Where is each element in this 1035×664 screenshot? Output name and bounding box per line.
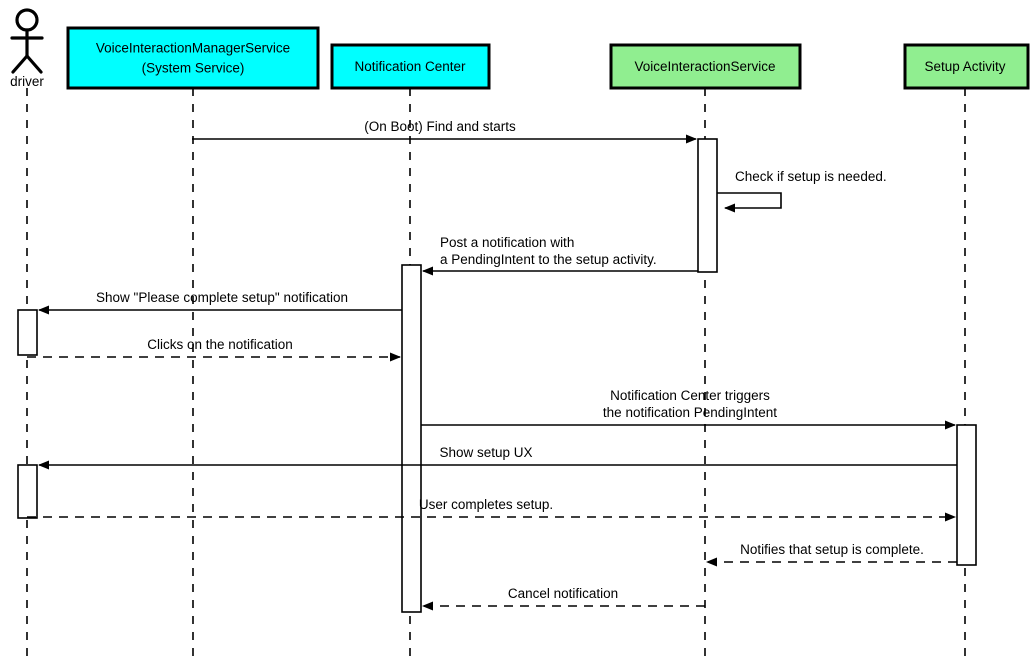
message-m2[interactable]: Check if setup is needed. [717, 169, 887, 213]
participant-driver[interactable]: driver [10, 8, 44, 89]
activation-bar-vis [697, 138, 718, 273]
participant-box-vis[interactable] [609, 43, 802, 90]
message-label-m9: Notifies that setup is complete. [740, 542, 924, 557]
participant-label-vis: VoiceInteractionService [634, 59, 775, 74]
message-m10[interactable]: Cancel notification [422, 586, 705, 611]
activation-bar-notifcenter [401, 264, 422, 613]
message-m3[interactable]: Post a notification with a PendingIntent … [422, 235, 698, 276]
message-m6[interactable]: Notification Center triggers the notifica… [421, 388, 956, 430]
message-label-m2: Check if setup is needed. [735, 169, 887, 184]
activation-bar-setupactivity [956, 424, 977, 566]
participant-box-setupactivity[interactable] [903, 43, 1030, 90]
message-m8[interactable]: User completes setup. [27, 497, 956, 522]
message-m9[interactable]: Notifies that setup is complete. [706, 542, 957, 567]
participant-label-driver: driver [10, 74, 44, 89]
message-label-m6: the notification PendingIntent [603, 405, 777, 420]
participant-label-setupactivity: Setup Activity [924, 59, 1005, 74]
message-label-m7: Show setup UX [439, 445, 532, 460]
activation-bars-layer [17, 138, 977, 613]
message-label-m6: Notification Center triggers [610, 388, 770, 403]
participants-layer: driver VoiceInteractionManagerService (Sys… [10, 8, 1030, 90]
participant-box-notifcenter[interactable] [330, 43, 491, 90]
message-m1[interactable]: (On Boot) Find and starts [192, 119, 697, 144]
participant-label-notifcenter: Notification Center [354, 59, 466, 74]
participant-label-vims: VoiceInteractionManagerService [96, 41, 290, 56]
message-label-m3: a PendingIntent to the setup activity. [440, 252, 657, 267]
message-label-m4: Show "Please complete setup" notificatio… [96, 290, 348, 305]
activation-bar-driver [17, 464, 38, 519]
message-label-m3: Post a notification with [440, 235, 574, 250]
message-label-m5: Clicks on the notification [147, 337, 293, 352]
participant-sublabel-vims: (System Service) [142, 61, 245, 76]
message-m4[interactable]: Show "Please complete setup" notificatio… [38, 290, 402, 315]
message-m7[interactable]: Show setup UX [38, 445, 957, 470]
activation-bar-driver [17, 309, 38, 356]
participant-vis[interactable]: VoiceInteractionService [609, 43, 802, 90]
self-message-line [717, 192, 782, 213]
message-label-m8: User completes setup. [419, 497, 553, 512]
message-m5[interactable]: Clicks on the notification [27, 337, 401, 362]
actor-stickman-icon [10, 8, 44, 74]
participant-notifcenter[interactable]: Notification Center [330, 43, 491, 90]
participant-setupactivity[interactable]: Setup Activity [903, 43, 1030, 90]
participant-vims[interactable]: VoiceInteractionManagerService (System Se… [66, 26, 320, 90]
message-label-m10: Cancel notification [508, 586, 618, 601]
message-label-m1: (On Boot) Find and starts [364, 119, 516, 134]
participant-box-vims[interactable] [66, 26, 320, 90]
